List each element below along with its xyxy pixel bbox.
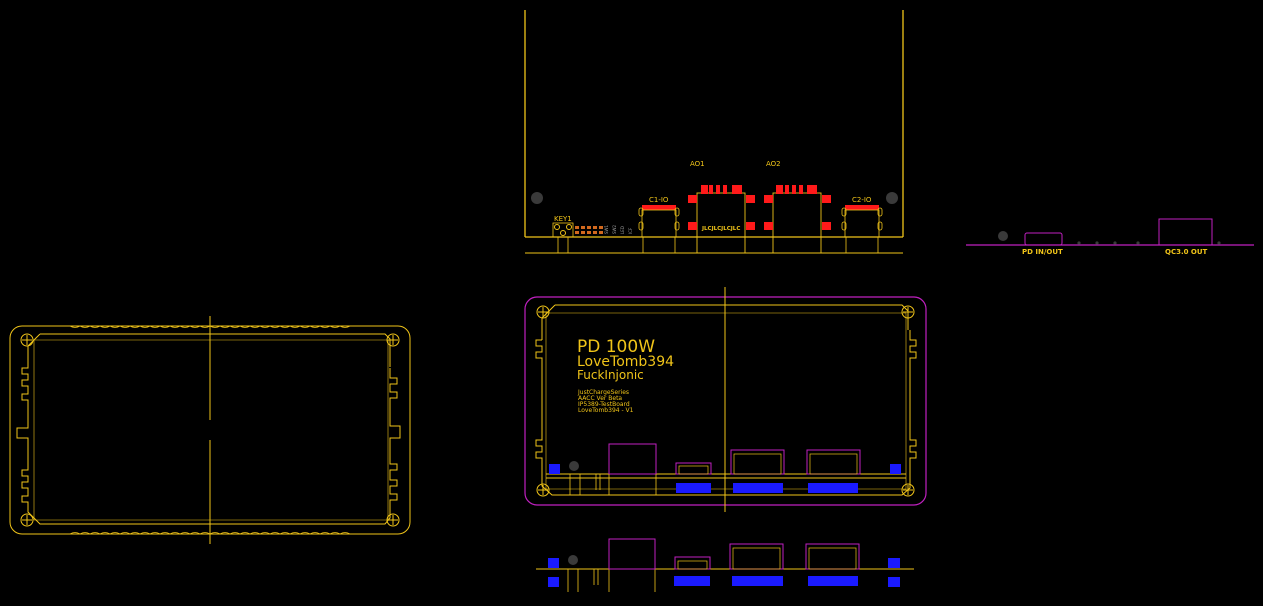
side-label: SW1	[604, 225, 609, 234]
c1-io-pads	[642, 205, 676, 210]
panel-dots	[1077, 241, 1221, 245]
mount-hole-left	[531, 192, 543, 204]
c-port-bottom-pad	[676, 483, 711, 493]
board-hole	[569, 461, 579, 471]
silk-small-text: IP5389-TestBoard	[578, 401, 630, 408]
silk-name: LoveTomb394	[577, 354, 674, 370]
ao2-label: AO2	[766, 160, 781, 168]
bottom-pad-right	[888, 577, 900, 587]
c1-io-body	[641, 209, 677, 238]
key1-pad	[554, 224, 560, 230]
qc-out-label: QC3.0 OUT	[1165, 248, 1208, 256]
c2-io-label: C2-IO	[852, 196, 872, 204]
bottom-pad-right	[888, 558, 900, 568]
key-legs	[569, 474, 601, 495]
key1-pad	[566, 224, 572, 230]
side-labels: SW1 SW2 LED ICF	[604, 225, 633, 234]
silk-subname: FuckInjonic	[577, 368, 644, 382]
top-board-view: KEY1 SW1 SW2 LED ICF C1-IO	[524, 10, 904, 254]
side-label: LED	[620, 226, 625, 234]
component-box	[608, 443, 657, 475]
c-port-box	[675, 462, 712, 475]
ao2-connector	[764, 185, 831, 254]
pd-in-out-label: PD IN/OUT	[1022, 248, 1063, 256]
bottom-pad-right	[890, 464, 901, 474]
key1-footprint	[552, 222, 574, 238]
panel-hole	[998, 231, 1008, 241]
ao1-label: AO1	[690, 160, 705, 168]
enclosure-with-board: PD 100W LoveTomb394 FuckInjonic JustChar…	[524, 287, 927, 512]
key1-pad	[560, 230, 566, 236]
c2-io-pads	[845, 205, 879, 210]
side-label: ICF	[628, 227, 633, 234]
silk-small-text: AACC Ver Beta	[578, 395, 622, 402]
a-port-box	[806, 449, 861, 475]
c2-io-body	[844, 209, 880, 238]
silk-small-text: LoveTomb394 - V1	[578, 407, 634, 414]
pd-port-cutout	[1024, 232, 1063, 246]
smd-cluster	[575, 226, 603, 234]
jlc-order-text: JLCJLCJLCJLC	[701, 226, 740, 232]
key1-label: KEY1	[554, 215, 572, 223]
bottom-pad-left	[548, 577, 559, 587]
side-label: SW2	[612, 225, 617, 234]
bottom-pad-left	[548, 558, 559, 568]
bottom-pad-left	[549, 464, 560, 474]
mount-hole-right	[886, 192, 898, 204]
c1-io-label: C1-IO	[649, 196, 669, 204]
silk-title: PD 100W	[577, 337, 655, 357]
silk-small-text: JustChargeSeries	[577, 389, 629, 396]
a-port-bottom-pad	[808, 483, 858, 493]
a-port-bottom-pad	[733, 483, 783, 493]
qc-port-cutout	[1158, 218, 1213, 246]
a-port-box	[730, 449, 785, 475]
ao1-connector	[688, 185, 755, 254]
enclosure-profile-left	[9, 316, 411, 544]
side-panel-view: PD IN/OUT QC3.0 OUT	[966, 218, 1254, 256]
bottom-elevation-view	[536, 538, 914, 592]
